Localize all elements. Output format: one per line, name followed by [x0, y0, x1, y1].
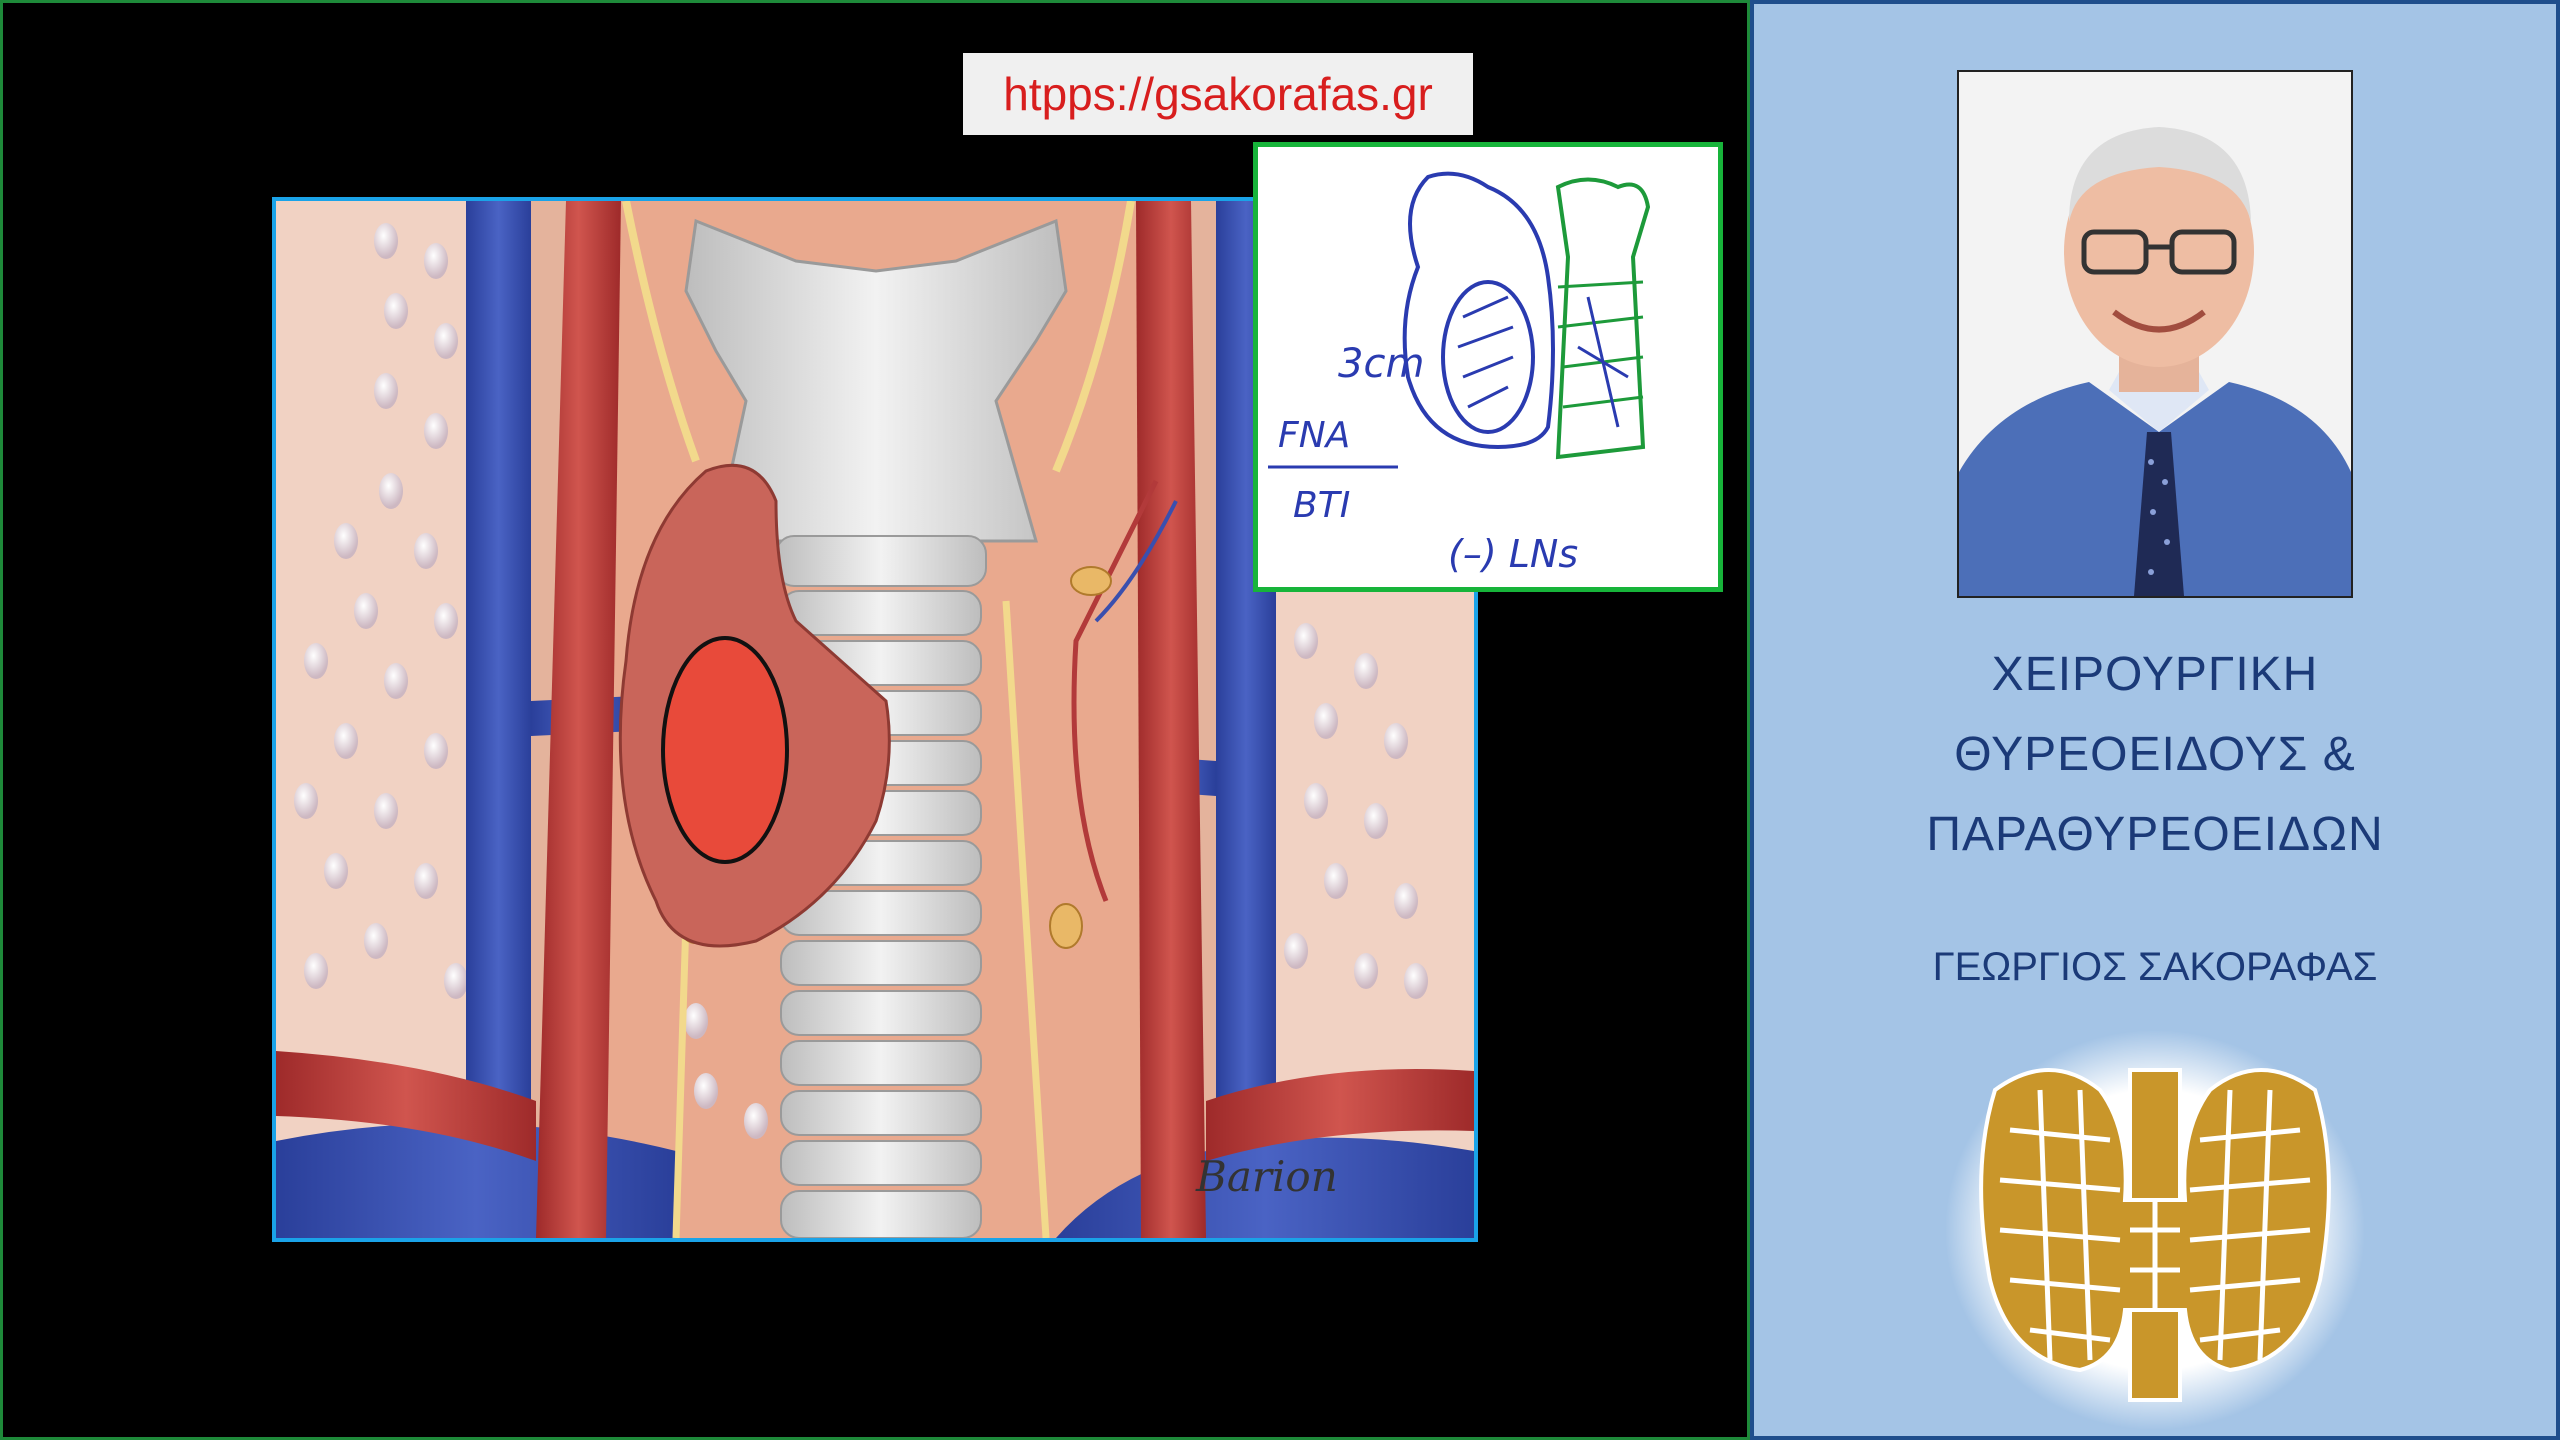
neck-anatomy-illustration: Barion [272, 197, 1478, 1242]
surgeon-portrait [1957, 70, 2353, 598]
title-line-2: ΘΥΡΕΟΕΙΔΟΥΣ & [1954, 728, 2356, 781]
author-name: ΓΕΩΡΓΙΟΣ ΣΑΚΟΡΑΦΑΣ [1932, 945, 2378, 989]
title-line-3: ΠΑΡΑΘΥΡΕΟΕΙΔΩΝ [1926, 808, 2384, 861]
sketch-size-note: 3cm [1338, 341, 1424, 387]
title-line-1: ΧΕΙΡΟΥΡΓΙΚΗ [1991, 648, 2319, 701]
sketch-procedure-bottom: BTI [1293, 485, 1350, 526]
svg-text:Barion: Barion [1195, 1152, 1338, 1201]
sketch-nodes-note: (–) LNs [1448, 532, 1578, 576]
thyroid-gland-logo [1940, 1030, 2370, 1430]
sketch-procedure-top: FNA [1278, 415, 1350, 456]
handwritten-sketch: 3cm FNA BTI (–) LNs [1253, 142, 1723, 592]
website-url[interactable]: htpps://gsakorafas.gr [963, 53, 1473, 135]
